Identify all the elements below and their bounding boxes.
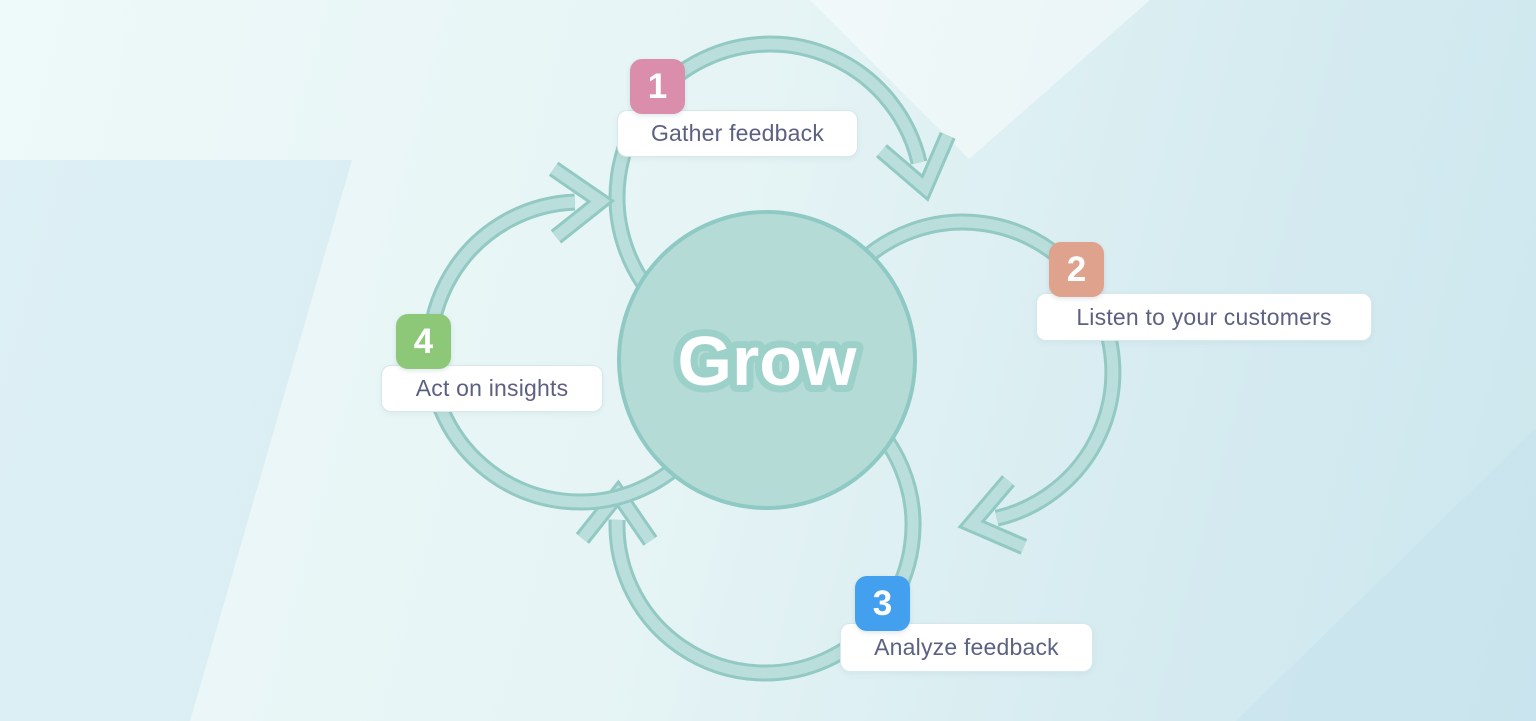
arrow-4-arc — [424, 196, 700, 508]
step-2-label: Listen to your customers — [1076, 303, 1332, 330]
step-2-number: 2 — [1066, 250, 1087, 289]
arrowhead-2-icon-fill — [962, 477, 1027, 552]
step-3-number: 3 — [872, 584, 893, 623]
arrow-3-arc — [611, 407, 919, 679]
step-4-label: Act on insights — [415, 375, 569, 401]
cycle-arrows — [421, 35, 1122, 682]
step-4-badge: 4 — [396, 314, 451, 369]
step-2-label-card: Listen to your customers — [1036, 293, 1372, 341]
step-3-label-card: Analyze feedback — [840, 623, 1093, 672]
step-1-badge: 1 — [630, 59, 685, 114]
curved-arrow-3 — [575, 405, 922, 682]
background-corner-facet — [1236, 428, 1536, 721]
step-1-label-card: Gather feedback — [617, 110, 858, 157]
curved-arrow-4 — [421, 161, 702, 511]
step-1-label: Gather feedback — [650, 120, 825, 146]
step-4-label-card: Act on insights — [381, 365, 603, 412]
grow-circle — [617, 210, 917, 510]
curved-arrow-1 — [608, 35, 956, 312]
step-4-number: 4 — [413, 322, 434, 361]
step-3-badge: 3 — [855, 576, 910, 631]
arrow-1-arc — [611, 38, 925, 310]
step-1-number: 1 — [647, 67, 668, 106]
grow-title: Grow — [678, 322, 857, 400]
step-2-badge: 2 — [1049, 242, 1104, 297]
step-3-label: Analyze feedback — [874, 634, 1059, 660]
arrowhead-1-icon-fill — [877, 133, 953, 197]
background-beam-facet — [810, 0, 1150, 159]
arrowhead-4-icon-fill — [550, 164, 611, 242]
background-left-facet — [0, 160, 352, 721]
